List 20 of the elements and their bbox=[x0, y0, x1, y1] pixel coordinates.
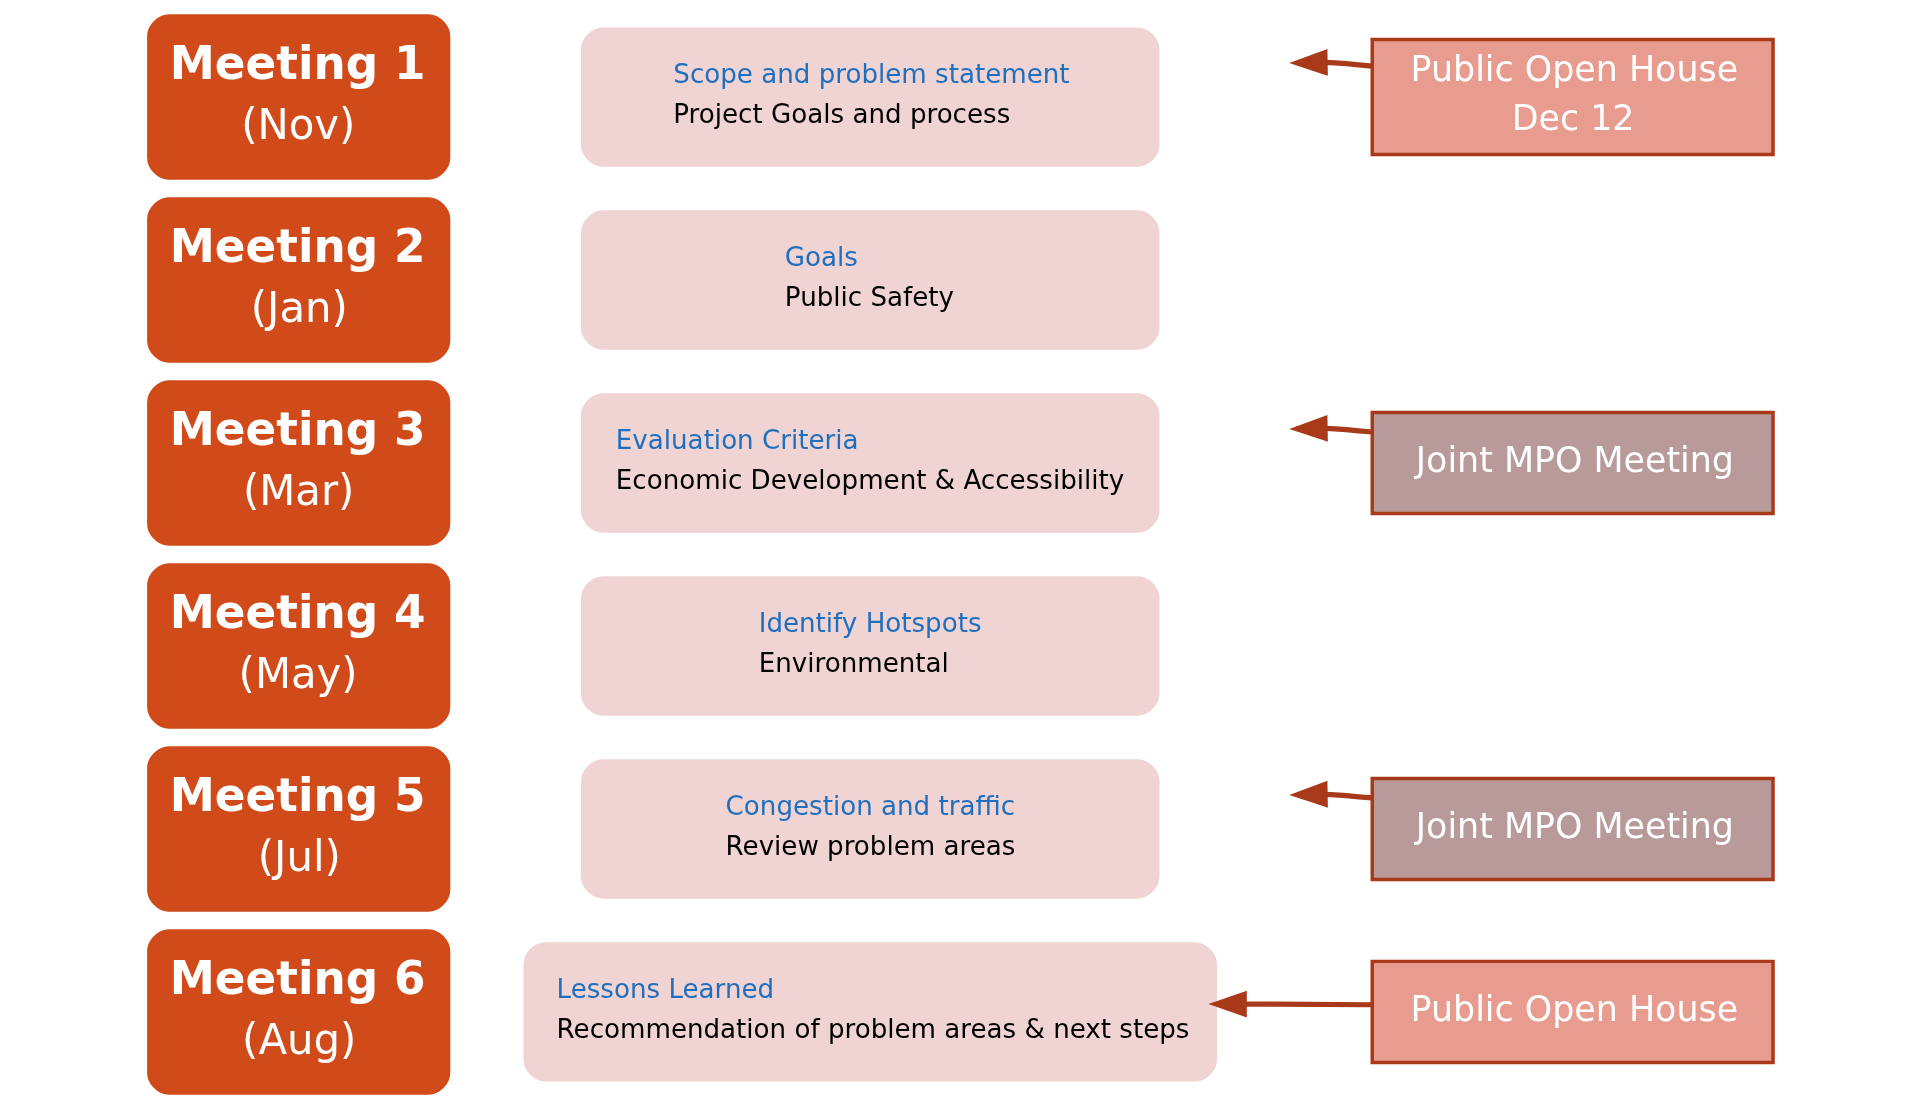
node-box: Lessons Learned Recommendation of problem areas & next steps bbox=[523, 942, 1217, 1082]
arrow bbox=[1207, 990, 1372, 1018]
node-box: Meeting 1 (Nov) bbox=[146, 14, 450, 180]
node-box: Joint MPO Meeting bbox=[1370, 776, 1775, 882]
node-box: Congestion and traffic Review problem areas bbox=[580, 759, 1159, 899]
node-box: Goals Public Safety bbox=[580, 210, 1159, 350]
arrow bbox=[1288, 414, 1372, 442]
node-box: Meeting 3 (Mar) bbox=[146, 380, 450, 546]
node-box: Public Open House bbox=[1370, 959, 1775, 1065]
node-box: Evaluation Criteria Economic Development & Accessibility bbox=[580, 393, 1159, 533]
node-box: Meeting 2 (Jan) bbox=[146, 197, 450, 363]
node-box: Public Open House Dec 12 bbox=[1370, 37, 1775, 157]
arrow bbox=[1288, 48, 1372, 76]
node-box: Joint MPO Meeting bbox=[1370, 410, 1775, 516]
node-box: Meeting 4 (May) bbox=[146, 563, 450, 729]
node-box: Meeting 5 (Jul) bbox=[146, 746, 450, 912]
node-box: Meeting 6 (Aug) bbox=[146, 929, 450, 1095]
node-box: Identify Hotspots Environmental bbox=[580, 576, 1159, 716]
node-box: Scope and problem statement Project Goals and process bbox=[580, 27, 1159, 167]
arrow bbox=[1288, 780, 1372, 808]
